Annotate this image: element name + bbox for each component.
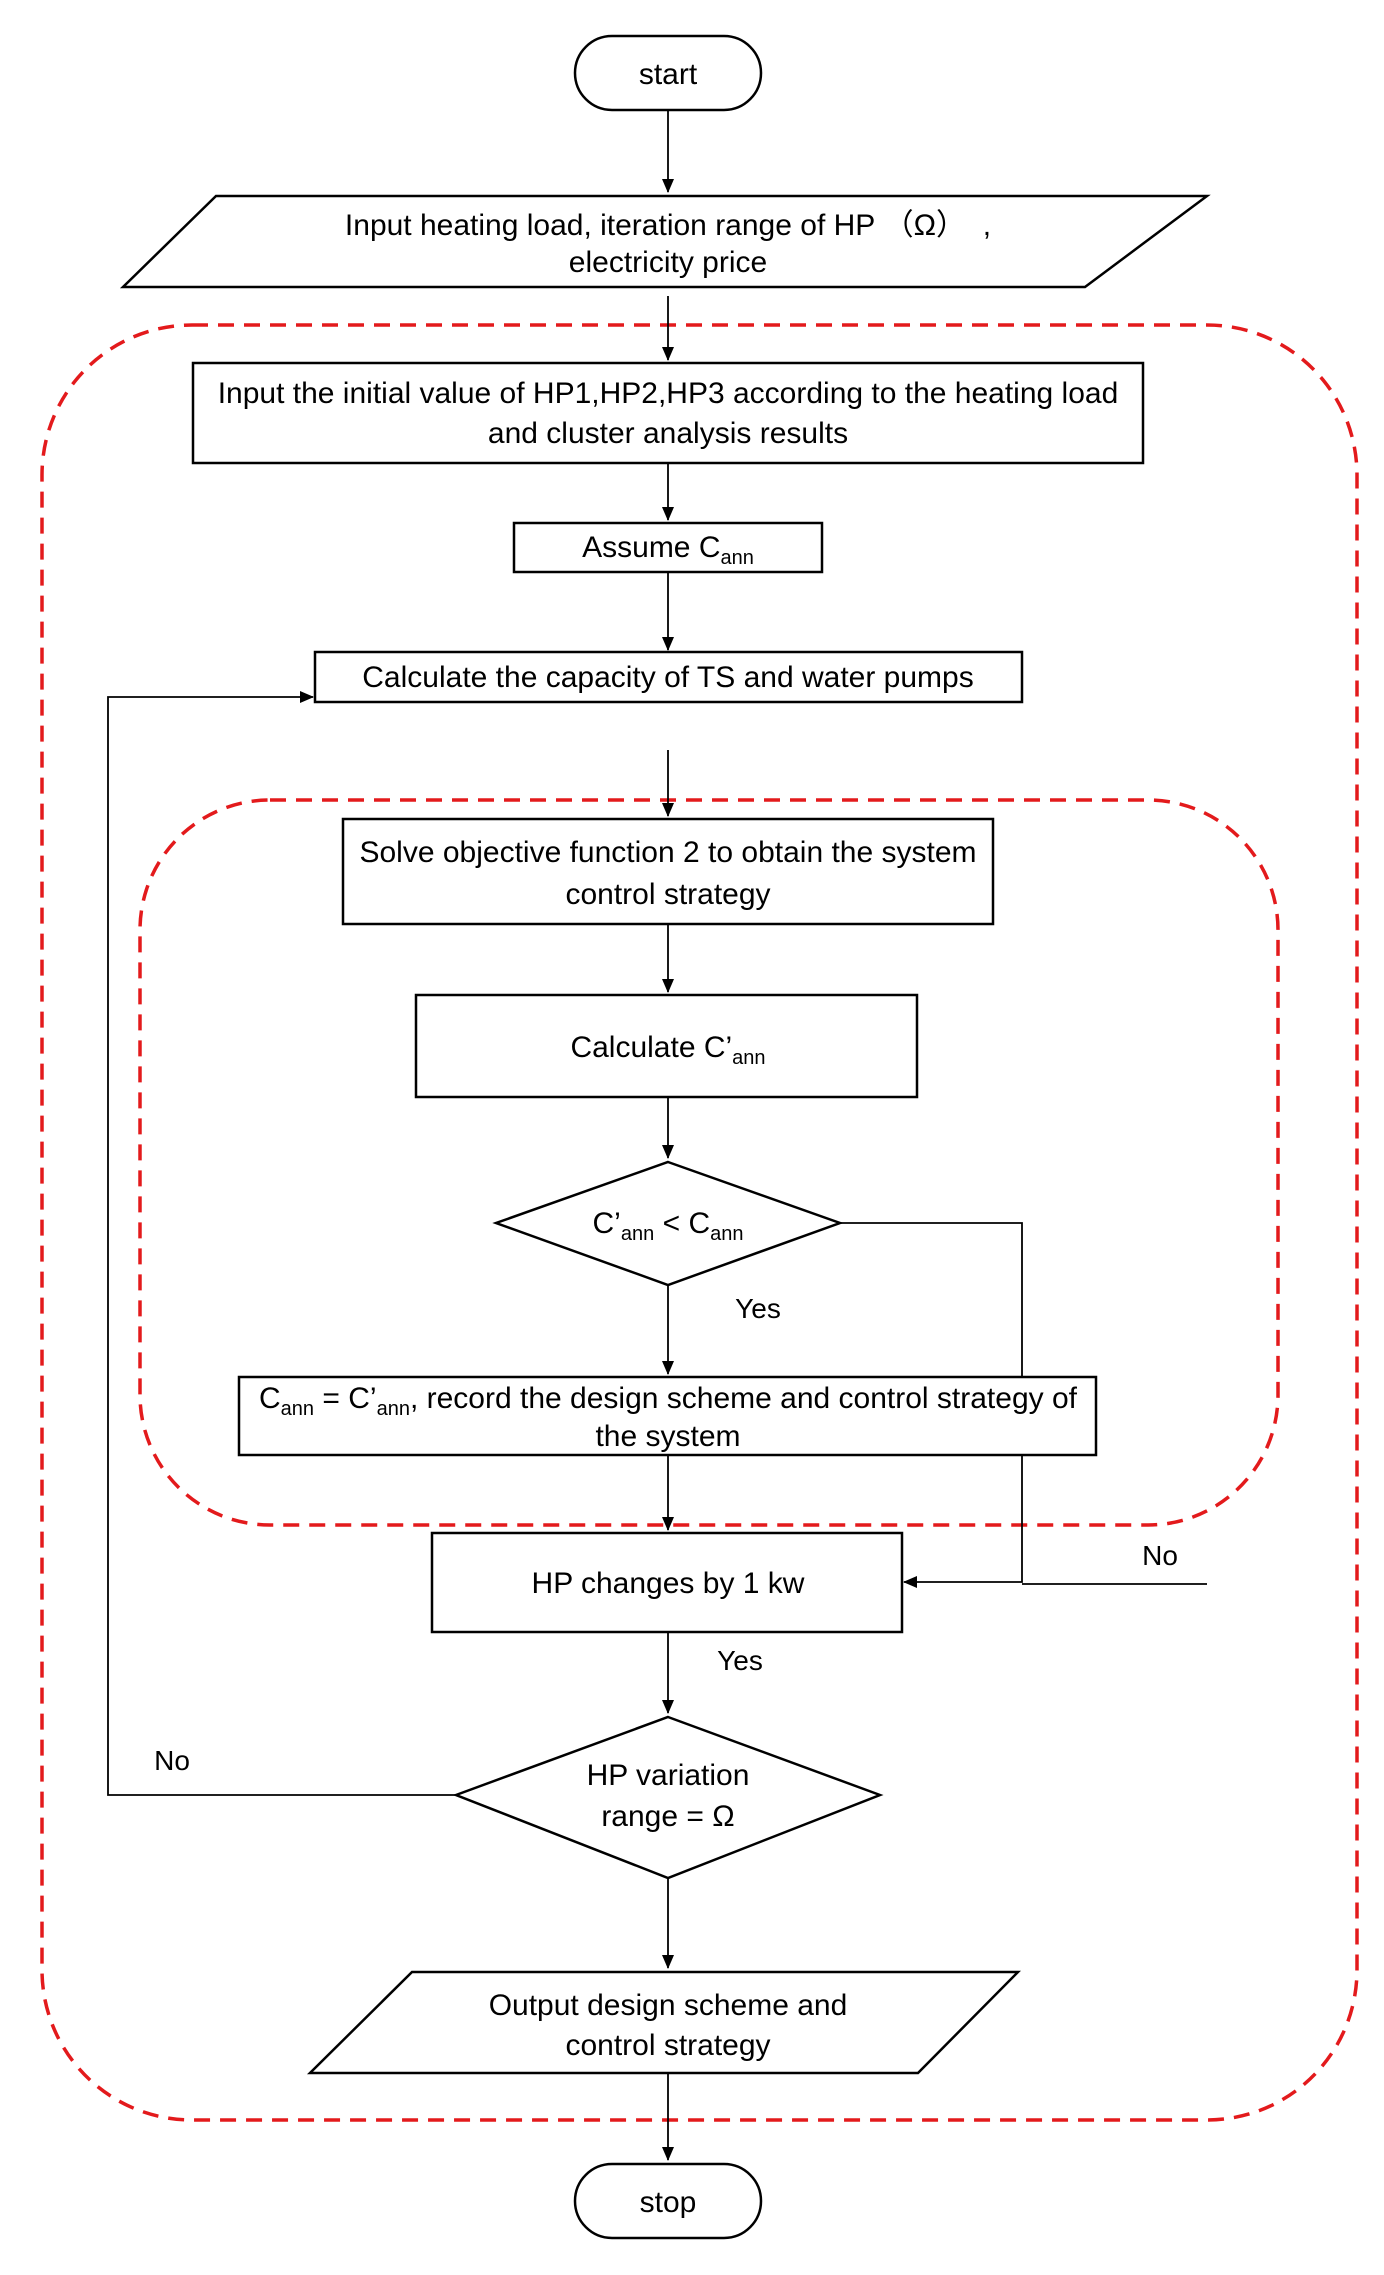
calc-cprime-node: Calculate C’ann <box>414 993 919 1099</box>
record-scheme-line2: the system <box>595 1420 740 1453</box>
output-line2: control strategy <box>565 2029 770 2062</box>
inner-loop-group <box>138 798 1280 1527</box>
input-params-line1: Input heating load, iteration range of H… <box>345 209 991 242</box>
edge-label-yes-compare: Yes <box>735 1293 781 1324</box>
init-values-node: Input the initial value of HP1,HP2,HP3 a… <box>191 361 1145 465</box>
outer-loop-group <box>40 323 1359 2122</box>
calc-capacity-label: Calculate the capacity of TS and water p… <box>362 661 973 694</box>
hp-change-label: HP changes by 1 kw <box>532 1567 805 1600</box>
output-line1: Output design scheme and <box>489 1989 848 2022</box>
hp-range-decision-node: HP variation range = Ω <box>452 1715 884 1880</box>
solve-objective-node: Solve objective function 2 to obtain the… <box>341 817 995 926</box>
solve-objective-line2: control strategy <box>565 878 770 911</box>
stop-node: stop <box>573 2162 763 2240</box>
hp-range-line2: range = Ω <box>601 1800 734 1833</box>
calc-capacity-node: Calculate the capacity of TS and water p… <box>313 650 1024 704</box>
compare-decision-node: C’ann < Cann <box>492 1160 844 1287</box>
init-values-line1: Input the initial value of HP1,HP2,HP3 a… <box>218 377 1119 410</box>
init-values-line2: and cluster analysis results <box>488 417 848 450</box>
solve-objective-line1: Solve objective function 2 to obtain the… <box>359 836 976 869</box>
hp-change-node: HP changes by 1 kw <box>430 1531 904 1634</box>
compare-decision-label: C’ann < Cann <box>593 1207 744 1245</box>
edge-label-no-compare: No <box>1142 1540 1178 1571</box>
assume-cann-label: Assume Cann <box>582 531 754 569</box>
start-label: start <box>639 58 698 91</box>
input-params-node: Input heating load, iteration range of H… <box>119 194 1211 289</box>
input-params-line2: electricity price <box>569 246 767 279</box>
stop-label: stop <box>640 2186 697 2219</box>
edge-label-no-range: No <box>154 1745 190 1776</box>
edge-label-yes-hpchange: Yes <box>717 1645 763 1676</box>
calc-cprime-label: Calculate C’ann <box>570 1031 765 1069</box>
edge-range-no-loopback <box>107 691 456 1796</box>
record-scheme-node: Cann = C’ann, record the design scheme a… <box>237 1375 1098 1457</box>
assume-cann-node: Assume Cann <box>512 521 824 574</box>
hp-range-line1: HP variation <box>587 1759 750 1792</box>
record-scheme-line1: Cann = C’ann, record the design scheme a… <box>259 1382 1078 1420</box>
output-node: Output design scheme and control strateg… <box>306 1970 1021 2075</box>
start-node: start <box>573 34 763 112</box>
